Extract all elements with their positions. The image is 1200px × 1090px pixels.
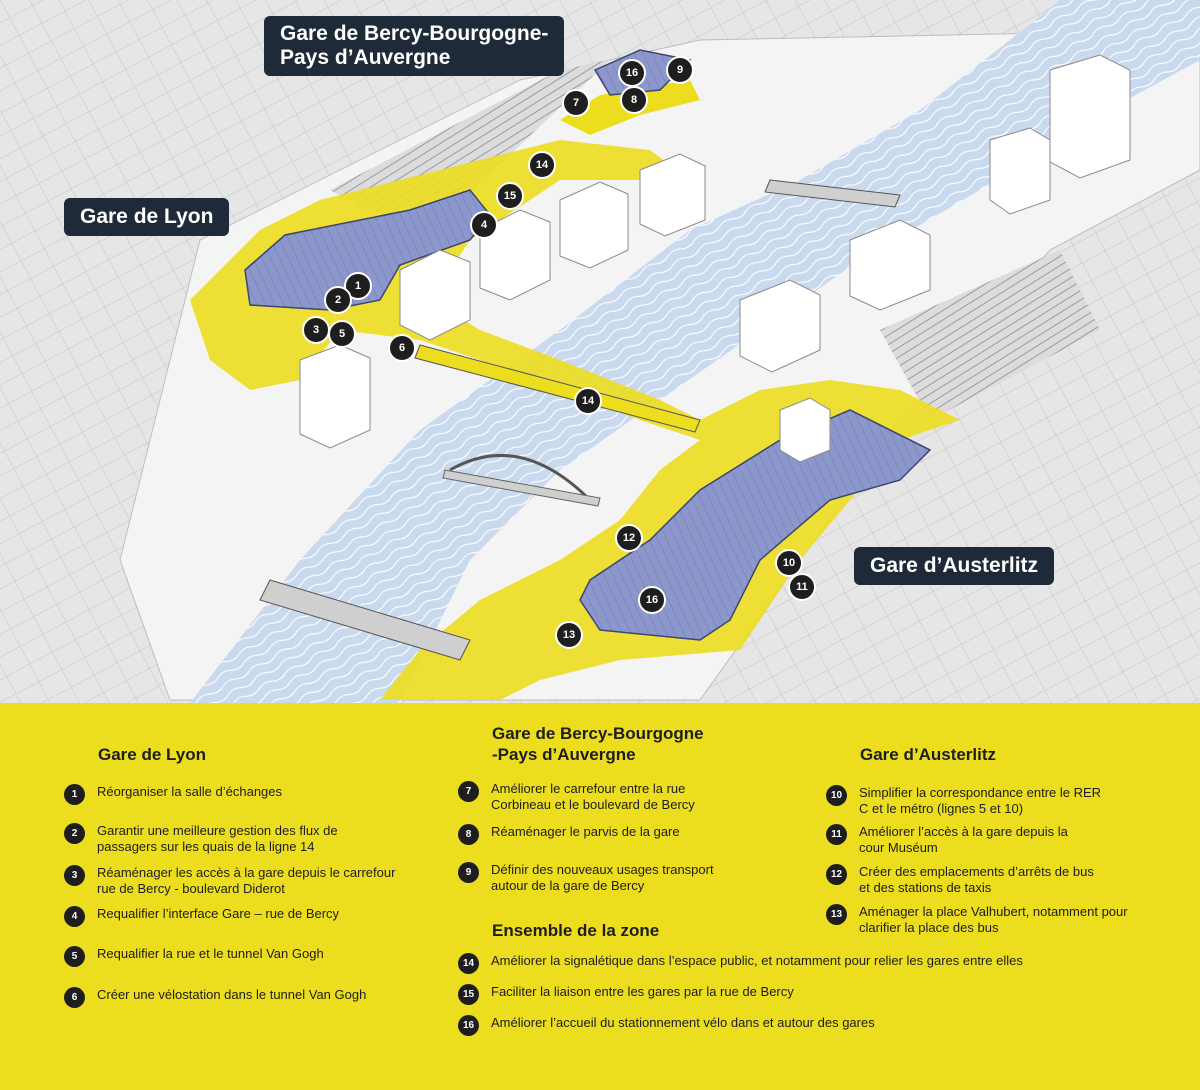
legend-item: 11 Améliorer l’accès à la gare depuis la… — [826, 824, 1079, 856]
legend-text: Requalifier l’interface Gare – rue de Be… — [97, 906, 340, 921]
legend-text: Améliorer le carrefour entre la rue Corb… — [491, 781, 695, 812]
legend-number: 14 — [458, 953, 479, 974]
map-marker-14-north: 14 — [528, 151, 556, 179]
map-marker-5: 5 — [328, 320, 356, 348]
legend-number: 12 — [826, 864, 847, 885]
map-marker-12: 12 — [615, 524, 643, 552]
legend-text: Améliorer l’accueil du stationnement vél… — [491, 1015, 875, 1030]
map-marker-14-footbridge: 14 — [574, 387, 602, 415]
legend-number: 6 — [64, 987, 85, 1008]
legend-number: 16 — [458, 1015, 479, 1036]
legend-text: Définir des nouveaux usages transport au… — [491, 862, 714, 893]
legend-number: 4 — [64, 906, 85, 927]
legend-text: Aménager la place Valhubert, notamment p… — [859, 904, 1128, 935]
legend-text: Simplifier la correspondance entre le RE… — [859, 785, 1102, 816]
legend-text: Faciliter la liaison entre les gares par… — [491, 984, 794, 999]
legend-number: 3 — [64, 865, 85, 886]
legend-number: 15 — [458, 984, 479, 1005]
legend-item: 14 Améliorer la signalétique dans l’espa… — [458, 953, 1141, 974]
map-marker-16-austerlitz: 16 — [638, 586, 666, 614]
buildings — [299, 54, 1131, 463]
bridge-south — [259, 579, 471, 661]
legend-item: 5 Requalifier la rue et le tunnel Van Go… — [64, 946, 407, 967]
map-marker-7: 7 — [562, 89, 590, 117]
legend-number: 1 — [64, 784, 85, 805]
legend-item: 10 Simplifier la correspondance entre le… — [826, 785, 1109, 817]
map-marker-13: 13 — [555, 621, 583, 649]
legend-number: 10 — [826, 785, 847, 806]
legend-number: 7 — [458, 781, 479, 802]
legend-item: 2 Garantir une meilleure gestion des flu… — [64, 823, 387, 855]
legend-number: 9 — [458, 862, 479, 883]
legend-item: 3 Réaménager les accès à la gare depuis … — [64, 865, 407, 897]
label-gare-austerlitz-text: Gare d’Austerlitz — [870, 554, 1039, 577]
legend-number: 13 — [826, 904, 847, 925]
legend-bercy-title: Gare de Bercy-Bourgogne -Pays d’Auvergne — [492, 724, 704, 764]
legend-item: 7 Améliorer le carrefour entre la rue Co… — [458, 781, 741, 813]
map-marker-10: 10 — [775, 549, 803, 577]
legend-text: Requalifier la rue et le tunnel Van Gogh — [97, 946, 324, 961]
river — [190, 0, 1200, 703]
map-marker-4: 4 — [470, 211, 498, 239]
legend-item: 1 Réorganiser la salle d’échanges — [64, 784, 404, 805]
label-gare-de-bercy-text: Gare de Bercy-Bourgogne- Pays d’Auvergne — [280, 22, 549, 69]
legend-item: 8 Réaménager le parvis de la gare — [458, 824, 751, 845]
map-marker-9: 9 — [666, 56, 694, 84]
legend-number: 11 — [826, 824, 847, 845]
label-gare-de-bercy: Gare de Bercy-Bourgogne- Pays d’Auvergne — [264, 16, 565, 76]
arch-bridge — [449, 454, 592, 502]
rail-tracks-austerlitz — [880, 250, 1100, 420]
legend-text: Réaménager le parvis de la gare — [491, 824, 680, 839]
map-marker-15: 15 — [496, 182, 524, 210]
label-gare-de-lyon-text: Gare de Lyon — [80, 205, 214, 228]
legend-austerlitz-title: Gare d’Austerlitz — [860, 745, 997, 764]
legend-text: Créer une vélostation dans le tunnel Van… — [97, 987, 367, 1002]
legend-zone-title: Ensemble de la zone — [492, 921, 660, 940]
legend-number: 5 — [64, 946, 85, 967]
legend-text: Réorganiser la salle d’échanges — [97, 784, 283, 799]
map-marker-6: 6 — [388, 334, 416, 362]
legend-item: 6 Créer une vélostation dans le tunnel V… — [64, 987, 427, 1008]
map-marker-2: 2 — [324, 286, 352, 314]
map-marker-1: 1 — [344, 272, 372, 300]
legend-number: 2 — [64, 823, 85, 844]
gare-de-lyon-roof — [244, 189, 491, 311]
legend-text: Améliorer la signalétique dans l’espace … — [491, 953, 1023, 968]
legend-text: Réaménager les accès à la gare depuis le… — [97, 865, 396, 896]
legend-item: 15 Faciliter la liaison entre les gares … — [458, 984, 991, 1005]
legend-number: 8 — [458, 824, 479, 845]
legend-text: Créer des emplacements d’arrêts de bus e… — [859, 864, 1094, 895]
gare-austerlitz-roof — [579, 409, 932, 641]
map-illustration — [0, 0, 1200, 703]
map-marker-16-bercy: 16 — [618, 59, 646, 87]
label-gare-de-lyon: Gare de Lyon — [64, 198, 230, 236]
map-marker-8: 8 — [620, 86, 648, 114]
label-gare-austerlitz: Gare d’Austerlitz — [854, 547, 1055, 585]
map: Gare de Bercy-Bourgogne- Pays d’Auvergne… — [0, 0, 1200, 703]
legend: Gare de Lyon 1 Réorganiser la salle d’éc… — [0, 703, 1200, 1090]
legend-item: 4 Requalifier l’interface Gare – rue de … — [64, 906, 407, 927]
legend-text: Améliorer l’accès à la gare depuis la co… — [859, 824, 1068, 855]
legend-lyon-title: Gare de Lyon — [98, 745, 207, 764]
bridge-north — [764, 179, 901, 208]
legend-item: 9 Définir des nouveaux usages transport … — [458, 862, 751, 894]
map-marker-3: 3 — [302, 316, 330, 344]
legend-item: 13 Aménager la place Valhubert, notammen… — [826, 904, 1159, 936]
footbridge — [414, 344, 701, 433]
legend-text: Garantir une meilleure gestion des flux … — [97, 823, 338, 854]
map-marker-11: 11 — [788, 573, 816, 601]
legend-item: 12 Créer des emplacements d’arrêts de bu… — [826, 864, 1099, 896]
legend-item: 16 Améliorer l’accueil du stationnement … — [458, 1015, 1051, 1036]
